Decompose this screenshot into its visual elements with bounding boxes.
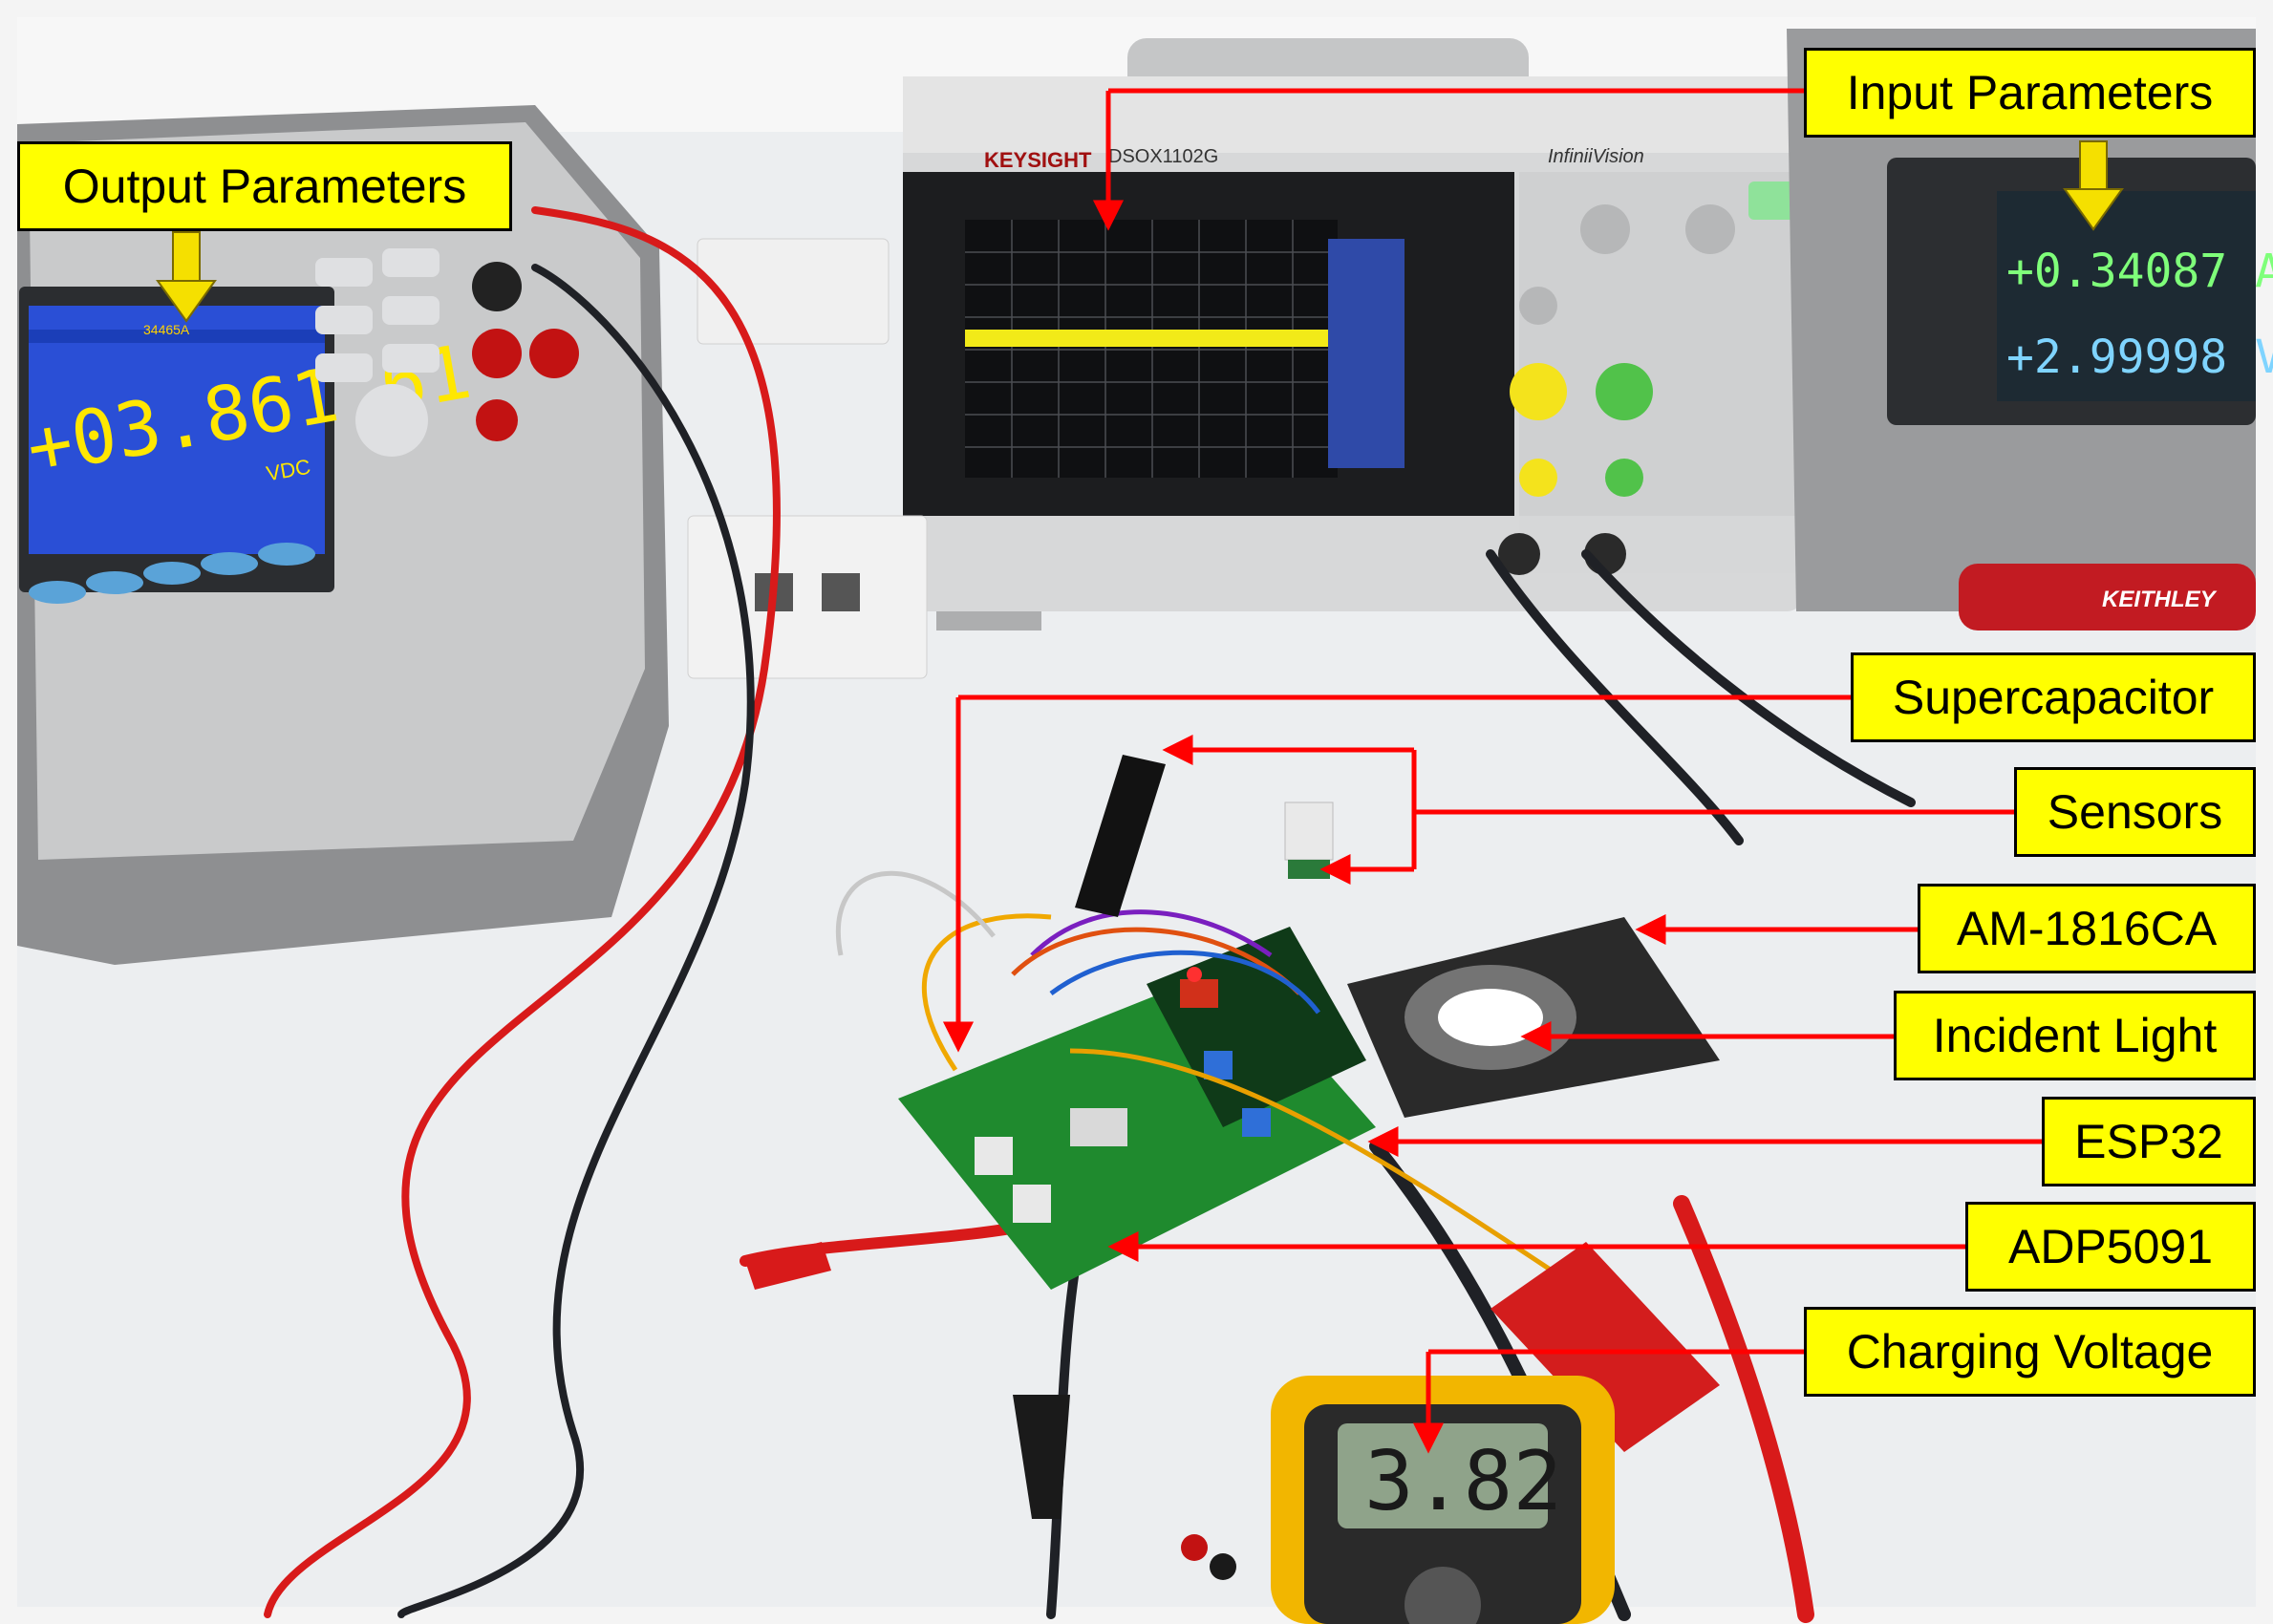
smu-voltage-reading: +2.99998 V xyxy=(2006,331,2273,384)
soil-moisture-sensor xyxy=(1075,755,1166,917)
oscilloscope: KEYSIGHT DSOX1102G InfiniiVision xyxy=(903,38,1801,630)
benchtop-multimeter: 34465A +03.861 61 VDC xyxy=(17,105,669,965)
solar-cell xyxy=(1347,917,1720,1118)
label-sensors: Sensors xyxy=(2014,767,2256,857)
label-esp32: ESP32 xyxy=(2042,1097,2256,1186)
humidity-sensor xyxy=(1284,801,1334,861)
label-supercapacitor: Supercapacitor xyxy=(1851,652,2256,742)
handheld-multimeter: 3.82 xyxy=(1271,1376,1615,1624)
wall-plate-upper xyxy=(697,238,890,345)
smu-current-reading: +0.34087 A xyxy=(2006,245,2273,298)
annotation-leaders xyxy=(942,88,2045,1454)
scope-model: DSOX1102G xyxy=(1108,146,1218,167)
output-parameters-arrow xyxy=(156,231,217,323)
label-incident-light: Incident Light xyxy=(1894,991,2256,1080)
label-input-parameters: Input Parameters xyxy=(1804,48,2256,138)
label-output-parameters: Output Parameters xyxy=(17,141,512,231)
jumper-wires xyxy=(836,870,1626,1321)
red-breadboard xyxy=(1490,1242,1720,1452)
source-measure-unit: +0.34087 A +2.99998 V KEITHLEY xyxy=(1787,29,2273,630)
input-parameters-arrow xyxy=(2063,140,2124,231)
handheld-reading: 3.82 xyxy=(1364,1434,1562,1529)
dmm-model-text: 34465A xyxy=(143,322,190,337)
black-probe-clip xyxy=(1013,1395,1070,1519)
scope-series: InfiniiVision xyxy=(1548,146,1644,167)
label-adp5091: ADP5091 xyxy=(1965,1202,2256,1292)
red-probe-clip xyxy=(745,1242,831,1290)
label-charging-voltage: Charging Voltage xyxy=(1804,1307,2256,1397)
label-am1816ca: AM-1816CA xyxy=(1918,884,2256,973)
scope-brand: KEYSIGHT xyxy=(984,148,1092,172)
smu-brand: KEITHLEY xyxy=(2102,587,2218,612)
